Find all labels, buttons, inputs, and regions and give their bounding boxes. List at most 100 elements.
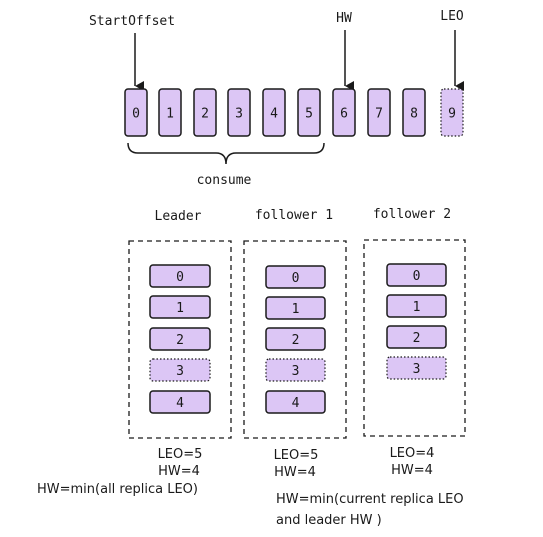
log-row: 0 1 2 3 4 5 6 7 8 9 <box>124 88 464 137</box>
cell-box <box>149 390 211 414</box>
cell-label: 2 <box>201 107 209 122</box>
cell-box <box>332 88 356 137</box>
replica-cell-2: 2 <box>265 327 326 351</box>
leo-label: LEO <box>440 9 464 24</box>
follower-2-replica: follower 2 0 1 2 3 LEO=4 HW=4 <box>363 207 466 478</box>
leader-replica: Leader 0 1 2 3 4 LEO=5 HW=4 HW=min(all repli… <box>37 209 232 497</box>
cell-label: 4 <box>176 396 184 411</box>
replica-cell-0: 0 <box>265 265 326 289</box>
start-offset-label: StartOffset <box>89 14 175 29</box>
replica-cell-4: 4 <box>149 390 211 414</box>
replica-cells: 0 1 2 3 <box>386 263 447 380</box>
cell-box <box>262 88 286 137</box>
cell-label: 0 <box>413 269 421 284</box>
log-cell-2: 2 <box>193 88 217 137</box>
replica-cells: 0 1 2 3 4 <box>265 265 326 414</box>
cell-box <box>227 88 251 137</box>
consume-label: consume <box>197 173 252 188</box>
cell-box <box>149 358 211 382</box>
replica-container <box>363 239 466 437</box>
replica-cell-1: 1 <box>149 295 211 319</box>
replica-cell-1: 1 <box>265 296 326 320</box>
cell-box <box>158 88 182 137</box>
hw-formula-line: HW=min(all replica LEO) <box>37 482 198 497</box>
cell-box <box>386 325 447 349</box>
cell-box <box>265 358 326 382</box>
leo-value: LEO=5 <box>158 447 203 462</box>
hw-value: HW=4 <box>391 463 433 478</box>
log-cell-1: 1 <box>158 88 182 137</box>
cell-box <box>193 88 217 137</box>
replica-cell-0: 0 <box>386 263 447 287</box>
cell-label: 2 <box>176 333 184 348</box>
cell-box <box>265 265 326 289</box>
follower-1-replica: follower 1 0 1 2 3 4 LEO=5 HW=4 HW=min(curre… <box>243 208 464 528</box>
cell-box <box>440 88 464 137</box>
cell-label: 2 <box>292 333 300 348</box>
cell-label: 1 <box>413 300 421 315</box>
cell-label: 9 <box>448 107 456 122</box>
replica-cell-4: 4 <box>265 390 326 414</box>
hw-label: HW <box>336 11 352 26</box>
cell-label: 7 <box>375 107 383 122</box>
cell-box <box>265 390 326 414</box>
cell-box <box>149 327 211 351</box>
cell-label: 5 <box>305 107 313 122</box>
cell-label: 3 <box>235 107 243 122</box>
cell-box <box>124 88 148 137</box>
leo-value: LEO=4 <box>390 446 435 461</box>
cell-box <box>149 264 211 288</box>
log-cell-9: 9 <box>440 88 464 137</box>
replica-title: Leader <box>155 209 202 224</box>
cell-label: 3 <box>413 362 421 377</box>
cell-box <box>402 88 426 137</box>
cell-label: 8 <box>410 107 418 122</box>
cell-label: 2 <box>413 331 421 346</box>
log-cell-4: 4 <box>262 88 286 137</box>
cell-label: 4 <box>292 396 300 411</box>
replica-title: follower 1 <box>255 208 333 223</box>
cell-label: 3 <box>292 364 300 379</box>
replica-cell-3: 3 <box>265 358 326 382</box>
replica-cell-3: 3 <box>386 356 447 380</box>
replica-title: follower 2 <box>373 207 451 222</box>
cell-box <box>386 356 447 380</box>
log-cell-3: 3 <box>227 88 251 137</box>
hw-value: HW=4 <box>274 465 316 480</box>
cell-label: 0 <box>132 107 140 122</box>
leo-value: LEO=5 <box>274 448 319 463</box>
cell-box <box>265 327 326 351</box>
replica-cell-0: 0 <box>149 264 211 288</box>
replica-container <box>243 240 347 439</box>
log-cell-8: 8 <box>402 88 426 137</box>
hw-formula-line: and leader HW ) <box>276 513 382 528</box>
replica-cell-2: 2 <box>386 325 447 349</box>
cell-box <box>367 88 391 137</box>
cell-box <box>297 88 321 137</box>
cell-label: 0 <box>292 271 300 286</box>
replica-cells: 0 1 2 3 4 <box>149 264 211 414</box>
cell-label: 1 <box>166 107 174 122</box>
log-cell-6: 6 <box>332 88 356 137</box>
cell-label: 1 <box>176 301 184 316</box>
cell-label: 4 <box>270 107 278 122</box>
consume-brace <box>127 142 325 165</box>
hw-value: HW=4 <box>158 464 200 479</box>
log-cell-0: 0 <box>124 88 148 137</box>
replica-cell-2: 2 <box>149 327 211 351</box>
replica-cell-3: 3 <box>149 358 211 382</box>
hw-formula-line: HW=min(current replica LEO <box>276 492 464 507</box>
cell-label: 6 <box>340 107 348 122</box>
cell-label: 0 <box>176 270 184 285</box>
cell-box <box>386 294 447 318</box>
replica-cell-1: 1 <box>386 294 447 318</box>
cell-box <box>149 295 211 319</box>
log-cell-7: 7 <box>367 88 391 137</box>
replica-container <box>128 240 232 439</box>
cell-box <box>265 296 326 320</box>
cell-box <box>386 263 447 287</box>
cell-label: 1 <box>292 302 300 317</box>
cell-label: 3 <box>176 364 184 379</box>
log-cell-5: 5 <box>297 88 321 137</box>
